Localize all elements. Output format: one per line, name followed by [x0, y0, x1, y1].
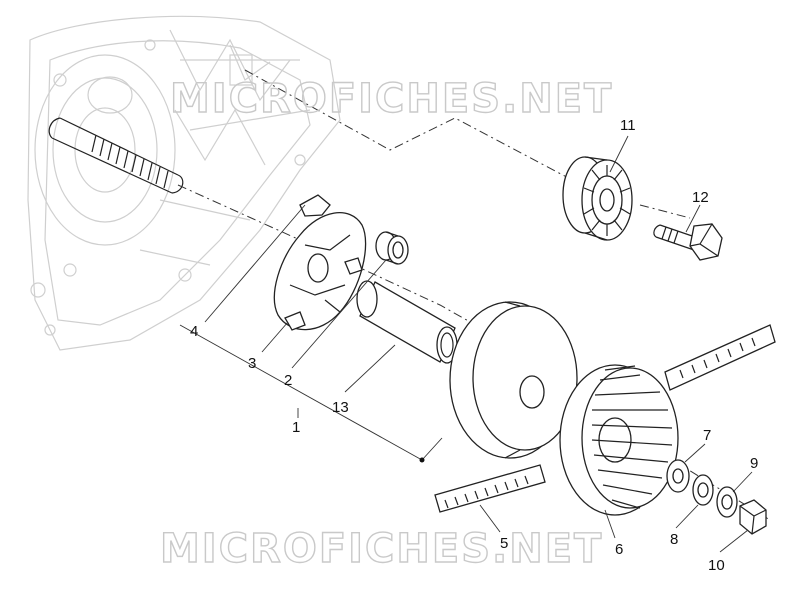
- callout-4: 4: [190, 323, 198, 340]
- callout-8: 8: [670, 531, 678, 548]
- splined-shaft: [48, 117, 184, 194]
- callout-13: 13: [332, 399, 349, 416]
- part-12-bolt: [653, 223, 723, 261]
- watermark-top: MICROFICHES.NET: [170, 76, 613, 122]
- callout-5: 5: [500, 535, 508, 552]
- part-11-roller: [562, 156, 633, 241]
- part-7-washer: [666, 459, 690, 493]
- callout-10: 10: [708, 557, 725, 574]
- callout-3: 3: [248, 355, 256, 372]
- engine-case-outline: [27, 15, 341, 351]
- part-1-pulley-half: [449, 301, 578, 459]
- assembly-axis-lines: [177, 69, 771, 521]
- assembly-dot: [419, 457, 425, 463]
- callout-9: 9: [750, 455, 758, 472]
- callout-11: 11: [620, 117, 636, 134]
- part-8-washer: [692, 474, 714, 506]
- callout-1: 1: [292, 419, 300, 436]
- callout-7: 7: [703, 427, 711, 444]
- part-13-sleeve: [356, 280, 458, 364]
- part-3-ramp-plate: [273, 194, 367, 331]
- part-2-bushing: [375, 231, 409, 265]
- callout-12: 12: [692, 189, 709, 206]
- part-10-nut: [739, 499, 767, 535]
- callout-6: 6: [615, 541, 623, 558]
- part-9-spring-washer: [716, 486, 738, 518]
- part-5-belt: [434, 324, 776, 513]
- callout-2: 2: [284, 372, 292, 389]
- part-6-fan-pulley: [559, 364, 679, 516]
- watermark-bottom: MICROFICHES.NET: [160, 526, 603, 572]
- leader-lines: [179, 135, 753, 553]
